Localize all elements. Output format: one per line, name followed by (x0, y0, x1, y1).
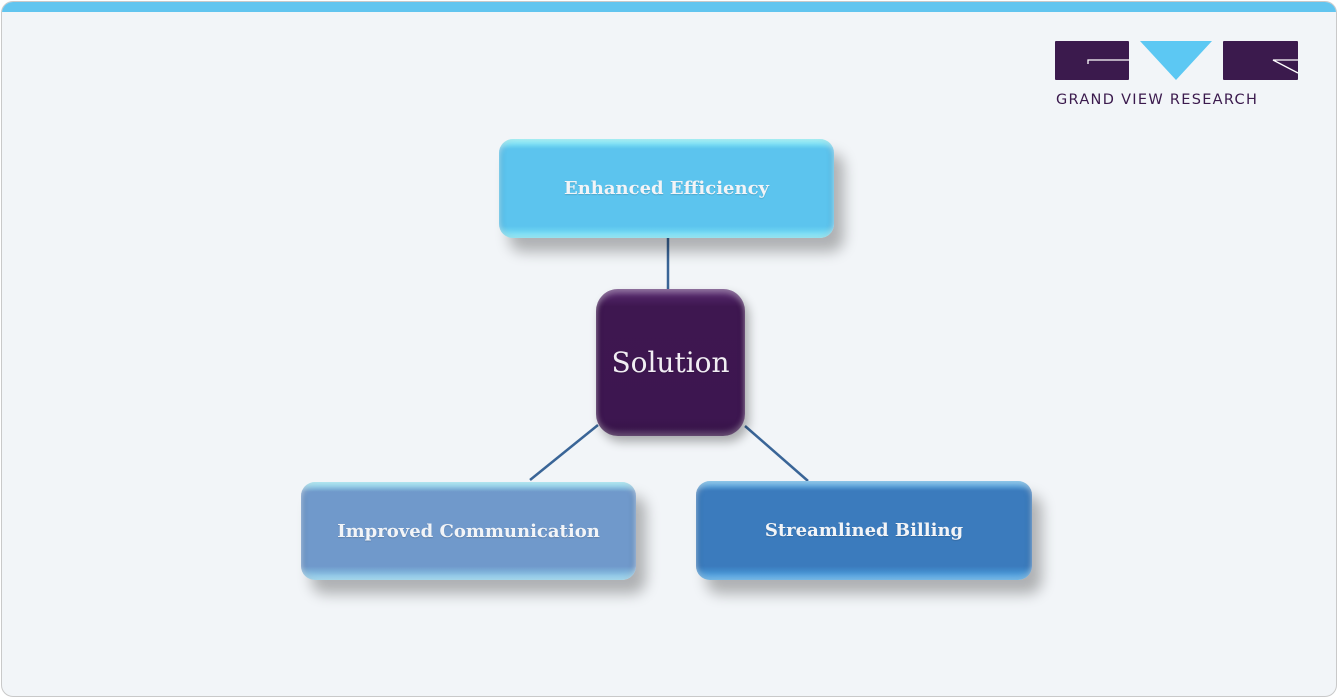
node-improved-communication: Improved Communication (301, 482, 636, 580)
node-solution: Solution (596, 289, 745, 436)
node-label: Streamlined Billing (764, 520, 964, 541)
accent-top-bar (2, 2, 1336, 12)
node-streamlined-billing: Streamlined Billing (696, 481, 1032, 580)
node-label: Improved Communication (337, 520, 600, 542)
brand-logo: GRAND VIEW RESEARCH (1054, 40, 1298, 110)
node-label: Solution (611, 346, 730, 379)
node-enhanced-efficiency: Enhanced Efficiency (499, 139, 834, 238)
gvr-logo-icon (1055, 41, 1298, 80)
brand-name: GRAND VIEW RESEARCH (1056, 92, 1259, 108)
node-label: Enhanced Efficiency (564, 178, 769, 199)
